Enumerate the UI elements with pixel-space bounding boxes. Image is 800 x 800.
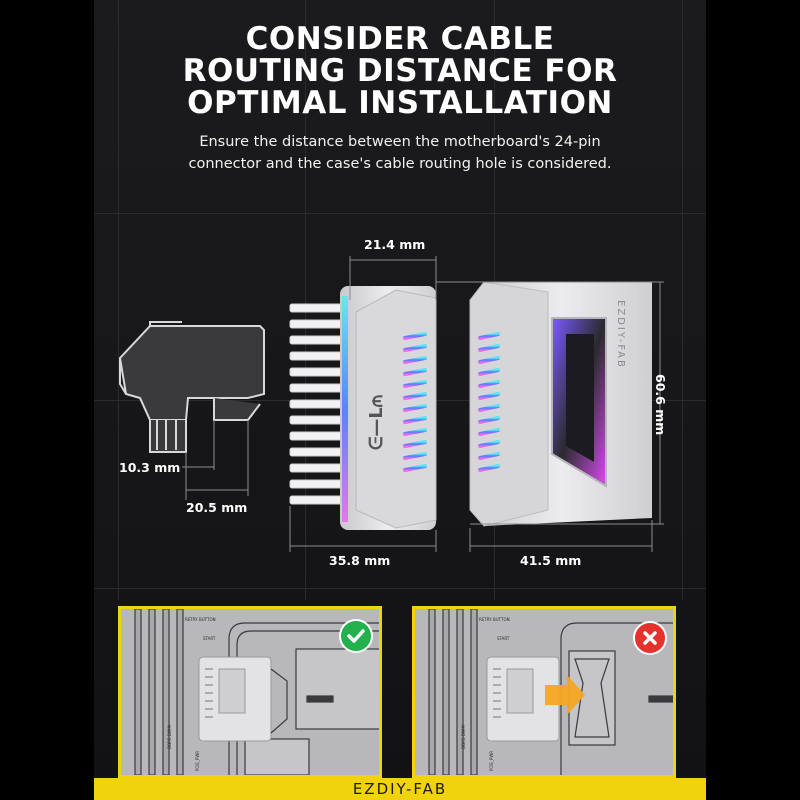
grid-line — [305, 0, 306, 600]
cross-icon — [633, 621, 667, 655]
led-slits-side — [478, 332, 500, 472]
grid-line — [682, 0, 683, 600]
side-dimension-lines — [182, 420, 249, 500]
side-brand-text: EZDIY-FAB — [615, 300, 626, 369]
example-incorrect: RETRY BUTTON START DDR5 DIMM PCIE_PWR — [412, 606, 676, 778]
grid-line — [94, 213, 706, 214]
dimension-height: 60.6 mm — [653, 374, 668, 436]
subtitle-line-2: connector and the case's cable routing h… — [188, 156, 612, 172]
front-logo: ᕮ—ᒪ₼ — [366, 394, 387, 450]
dimension-top-width: 21.4 mm — [364, 237, 426, 252]
adapter-illustration: ᕮ—ᒪ₼ EZDIY-FAB — [118, 256, 664, 552]
board-label-pwr: PCIE_PWR — [195, 751, 200, 771]
led-slits-front — [403, 332, 427, 472]
board-label-pwr: PCIE_PWR — [489, 751, 494, 771]
adapter-side-body — [469, 281, 652, 527]
example-correct: RETRY BUTTON START DDR5 DIMM PCIE_PWR — [118, 606, 382, 778]
headline-line-1: CONSIDER CABLE — [245, 21, 555, 57]
check-icon — [339, 619, 373, 653]
grid-line — [118, 0, 119, 600]
board-label-dimm: DDR5 DIMM — [167, 725, 172, 749]
subtitle-line-1: Ensure the distance between the motherbo… — [199, 134, 601, 150]
board-label-retry: RETRY BUTTON — [479, 617, 510, 622]
headline-line-2: ROUTING DISTANCE FOR — [182, 53, 618, 89]
footer-brand-bar: EZDIY-FAB — [94, 778, 706, 800]
board-label-start: START — [203, 636, 216, 641]
dimension-lines — [289, 256, 664, 552]
board-label-dimm: DDR5 DIMM — [461, 725, 466, 749]
collision-arrow — [545, 675, 585, 715]
grid-line — [94, 588, 706, 589]
dimension-width-left: 35.8 mm — [329, 553, 391, 568]
dimension-width-right: 41.5 mm — [520, 553, 582, 568]
footer-brand: EZDIY-FAB — [352, 780, 448, 798]
dimension-offset-depth: 20.5 mm — [186, 500, 248, 515]
headline-line-3: OPTIMAL INSTALLATION — [187, 85, 613, 121]
board-photo-incorrect: RETRY BUTTON START DDR5 DIMM PCIE_PWR — [415, 609, 673, 775]
board-photo-correct: RETRY BUTTON START DDR5 DIMM PCIE_PWR — [121, 609, 379, 775]
side-view-schematic — [118, 321, 265, 453]
adapter-installed — [486, 656, 560, 742]
board-label-start: START — [497, 636, 510, 641]
dimension-offset-small: 10.3 mm — [119, 460, 181, 475]
board-label-retry: RETRY BUTTON — [185, 617, 216, 622]
connector-pins — [289, 303, 353, 505]
adapter-installed — [198, 656, 288, 742]
